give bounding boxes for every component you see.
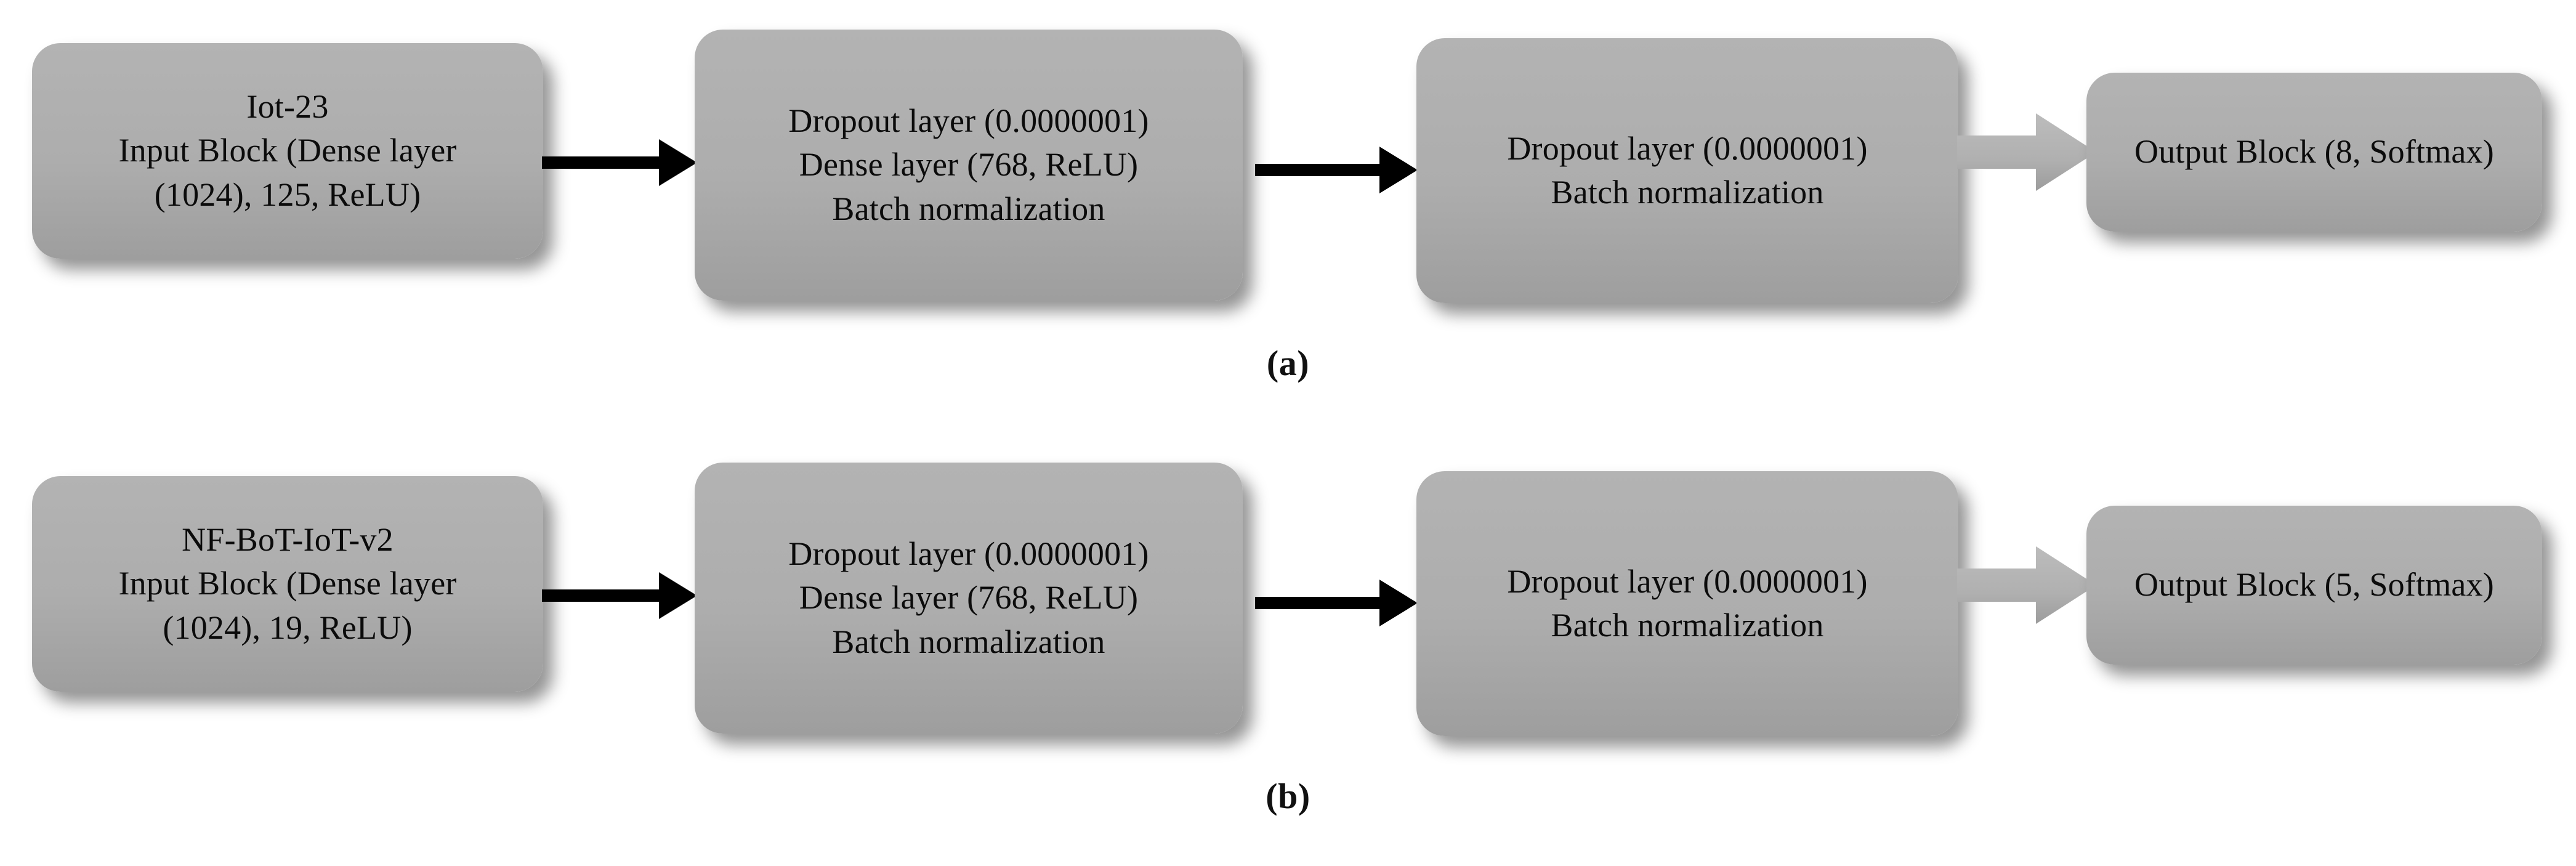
node-line: Dropout layer (0.0000001) bbox=[1507, 129, 1868, 167]
node-line: (1024), 19, ReLU) bbox=[163, 609, 413, 646]
arrow-hidden1-to-hidden2-a bbox=[1255, 147, 1420, 193]
arrow-shaft bbox=[542, 589, 664, 602]
arrow-hidden2-to-output-b bbox=[1957, 539, 2096, 631]
node-line: Dense layer (768, ReLU) bbox=[799, 146, 1139, 184]
arrow-head bbox=[659, 572, 697, 619]
node-label-input-block-b: NF-BoT-IoT-v2 Input Block (Dense layer (… bbox=[32, 518, 543, 650]
node-line: Iot-23 bbox=[246, 88, 329, 126]
node-input-block-b: NF-BoT-IoT-v2 Input Block (Dense layer (… bbox=[32, 476, 543, 692]
node-line: Output Block (5, Softmax) bbox=[2134, 566, 2494, 604]
node-line: Batch normalization bbox=[832, 623, 1105, 660]
architecture-row-a: Iot-23 Input Block (Dense layer (1024), … bbox=[32, 30, 2542, 383]
node-label-hidden-block-2-a: Dropout layer (0.0000001) Batch normaliz… bbox=[1416, 127, 1958, 215]
arrow-shaft bbox=[1255, 597, 1384, 609]
node-line: Dense layer (768, ReLU) bbox=[799, 579, 1139, 617]
arrow-input-to-hidden1-a bbox=[542, 139, 697, 186]
node-line: NF-BoT-IoT-v2 bbox=[182, 521, 394, 559]
node-label-output-block-b: Output Block (5, Softmax) bbox=[2086, 563, 2542, 607]
architecture-row-b: NF-BoT-IoT-v2 Input Block (Dense layer (… bbox=[0, 433, 2576, 866]
node-label-hidden-block-1-a: Dropout layer (0.0000001) Dense layer (7… bbox=[695, 99, 1243, 231]
node-hidden-block-2-b: Dropout layer (0.0000001) Batch normaliz… bbox=[1416, 471, 1958, 736]
node-label-output-block-a: Output Block (8, Softmax) bbox=[2086, 130, 2542, 174]
arrow-hidden2-to-output-a bbox=[1957, 106, 2096, 198]
arrow-shaft bbox=[542, 156, 664, 169]
node-output-block-a: Output Block (8, Softmax) bbox=[2086, 73, 2542, 232]
node-label-hidden-block-1-b: Dropout layer (0.0000001) Dense layer (7… bbox=[695, 532, 1243, 664]
figure-caption-a: (a) bbox=[1266, 343, 1310, 383]
node-line: Input Block (Dense layer bbox=[118, 565, 457, 602]
node-label-hidden-block-2-b: Dropout layer (0.0000001) Batch normaliz… bbox=[1416, 560, 1958, 648]
arrow-head bbox=[659, 139, 697, 186]
node-line: Batch normalization bbox=[1551, 607, 1824, 644]
figure-caption-b: (b) bbox=[1266, 776, 1310, 816]
node-line: Input Block (Dense layer bbox=[118, 132, 457, 169]
node-hidden-block-1-a: Dropout layer (0.0000001) Dense layer (7… bbox=[695, 30, 1243, 301]
node-line: (1024), 125, ReLU) bbox=[154, 176, 421, 213]
arrow-hidden1-to-hidden2-b bbox=[1255, 580, 1420, 626]
block-arrow-icon bbox=[1957, 546, 2096, 624]
node-line: Dropout layer (0.0000001) bbox=[788, 535, 1149, 573]
node-label-input-block-a: Iot-23 Input Block (Dense layer (1024), … bbox=[32, 85, 543, 217]
node-hidden-block-1-b: Dropout layer (0.0000001) Dense layer (7… bbox=[695, 463, 1243, 734]
node-hidden-block-2-a: Dropout layer (0.0000001) Batch normaliz… bbox=[1416, 38, 1958, 303]
node-input-block-a: Iot-23 Input Block (Dense layer (1024), … bbox=[32, 43, 543, 259]
node-line: Batch normalization bbox=[832, 190, 1105, 227]
node-line: Dropout layer (0.0000001) bbox=[788, 102, 1149, 140]
node-line: Dropout layer (0.0000001) bbox=[1507, 562, 1868, 600]
node-output-block-b: Output Block (5, Softmax) bbox=[2086, 506, 2542, 665]
arrow-head bbox=[1379, 580, 1418, 626]
node-line: Output Block (8, Softmax) bbox=[2134, 133, 2494, 171]
arrow-head bbox=[1379, 147, 1418, 193]
node-line: Batch normalization bbox=[1551, 174, 1824, 211]
block-arrow-icon bbox=[1957, 113, 2096, 191]
arrow-shaft bbox=[1255, 164, 1384, 176]
arrow-input-to-hidden1-b bbox=[542, 572, 697, 619]
